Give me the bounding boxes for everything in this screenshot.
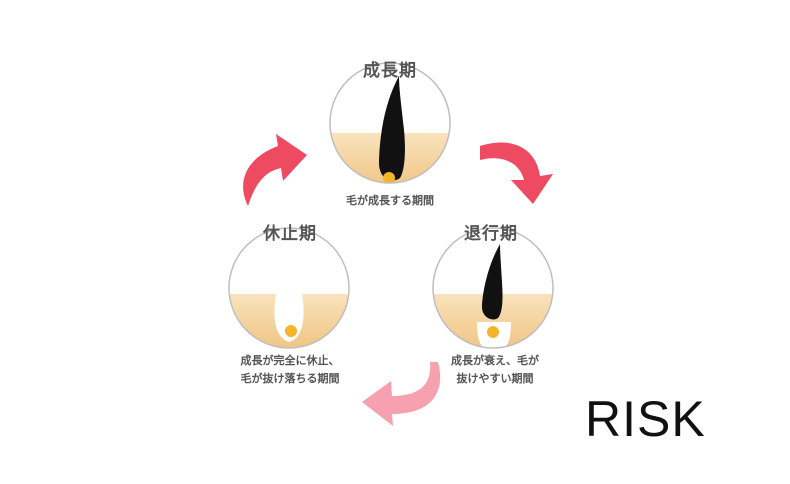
phase-desc-telogen: 成長が完全に休止、 毛が抜け落ちる期間: [205, 352, 375, 388]
hair-bulb: [487, 326, 499, 338]
phase-title-anagen: 成長期: [363, 61, 417, 81]
desc-line: 抜けやすい期間: [456, 372, 534, 385]
arrow-catagen-to-telogen-icon: [362, 362, 441, 426]
phase-desc-catagen: 成長が衰え、毛が 抜けやすい期間: [410, 352, 580, 388]
desc-line: 成長が完全に休止、: [240, 354, 340, 367]
hair-shaft: [378, 76, 405, 181]
telogen-circle: [228, 227, 350, 349]
arrow-telogen-to-anagen-icon: [243, 134, 307, 206]
hair-bulb: [383, 172, 395, 183]
catagen-circle: [432, 227, 554, 349]
anagen-circle: [329, 62, 451, 184]
risk-label: RISK: [585, 391, 706, 447]
phase-desc-anagen: 毛が成長する期間: [305, 192, 475, 210]
hair-shaft: [481, 244, 503, 320]
phase-title-catagen: 退行期: [464, 224, 518, 244]
phase-title-telogen: 休止期: [263, 224, 317, 244]
desc-line: 成長が衰え、毛が: [451, 354, 539, 367]
desc-line: 毛が抜け落ちる期間: [240, 372, 340, 385]
arrow-anagen-to-catagen-icon: [480, 142, 553, 204]
desc-line: 毛が成長する期間: [346, 194, 434, 207]
hair-bulb: [285, 325, 297, 337]
